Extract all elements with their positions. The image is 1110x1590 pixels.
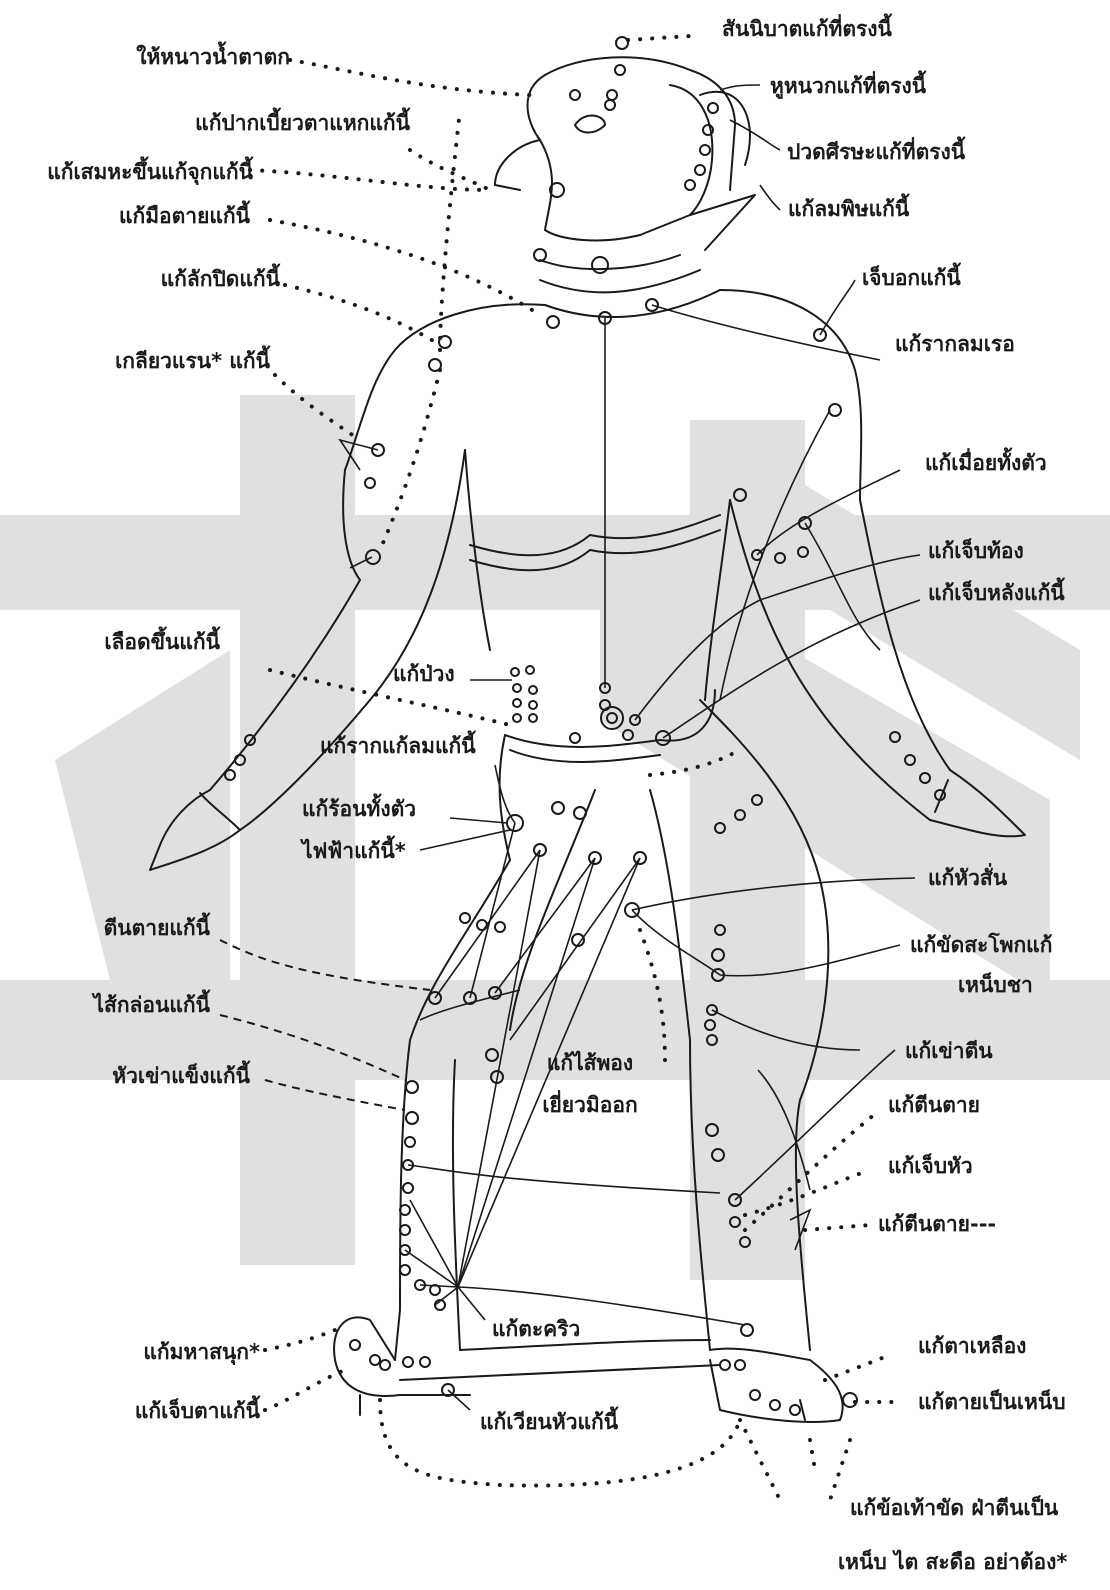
label-hernia: ไส้กล่อนแก้นี้: [40, 992, 210, 1018]
watermark-logo: [0, 395, 1110, 1280]
label-eye-pain: แก้เจ็บตาแก้นี้: [80, 1398, 260, 1424]
label-ankle-line1: แก้ข้อเท้าขัด ฝ่าตีนเป็น: [850, 1495, 1058, 1521]
label-lak-pid: แก้ลักปิดแก้นี้: [120, 266, 280, 292]
label-chest: เจ็บอกแก้นี้: [862, 265, 961, 291]
label-back: แก้เจ็บหลังแก้นี้: [928, 580, 1065, 606]
label-hip-line2: เหน็บชา: [958, 972, 1033, 998]
label-yellow-eye: แก้ตาเหลือง: [918, 1333, 1026, 1359]
label-blood: เลือดขึ้นแก้นี้: [60, 629, 220, 655]
label-head-shake: แก้หัวสั่น: [928, 865, 1007, 891]
label-knee-foot: แก้เข่าตีน: [905, 1038, 993, 1064]
label-lightning: ไฟฟ้าแก้นี้*: [302, 838, 406, 864]
label-head-pain: แก้เจ็บหัว: [888, 1153, 973, 1179]
label-sannibat: สันนิบาตแก้ที่ตรงนี้: [722, 16, 892, 42]
label-dead-foot: ตีนตายแก้นี้: [60, 915, 210, 941]
label-sai-pong-line1: แก้ไส้พอง: [510, 1050, 670, 1076]
label-hot-body: แก้ร้อนทั้งตัว: [302, 796, 416, 822]
label-maha-sanuk: แก้มหาสนุก*: [90, 1339, 260, 1365]
label-phlegm: แก้เสมหะขึ้นแก้จุกแก้นี้: [8, 159, 253, 185]
label-ankle-line2: เหน็บ ไต สะดือ อย่าต้อง*: [838, 1549, 1067, 1575]
label-hip-line1: แก้ขัดสะโพกแก้: [910, 932, 1052, 958]
label-deaf: หูหนวกแก้ที่ตรงนี้: [770, 73, 926, 99]
label-mouth: แก้ปากเบี้ยวตาแหกแก้นี้: [140, 110, 410, 136]
label-numb-death: แก้ตายเป็นเหน็บ: [918, 1389, 1066, 1415]
label-dead-foot-2: แก้ตีนตาย: [888, 1092, 980, 1118]
label-stiff-knee: หัวเข่าแข็งแก้นี้: [60, 1063, 250, 1089]
label-dizzy: แก้เวียนหัวแก้นี้: [480, 1409, 618, 1435]
label-stomach: แก้เจ็บท้อง: [928, 538, 1024, 564]
label-puang: แก้ป่วง: [393, 661, 455, 687]
label-rak-lom: แก้รากลมเรอ: [895, 331, 1015, 357]
label-dead-hand: แก้มือตายแก้นี้: [80, 203, 250, 229]
label-poison-wind: แก้ลมพิษแก้นี้: [788, 196, 909, 222]
label-tired: แก้เมื่อยทั้งตัว: [925, 450, 1047, 476]
label-tears: ให้หนาวน้ำตาตก: [80, 44, 290, 70]
label-rak-kae-lom: แก้รากแก้ลมแก้นี้: [320, 733, 476, 759]
label-dead-foot-3: แก้ตีนตาย---: [878, 1211, 996, 1237]
label-kliaw-raen: เกลียวแรน* แก้นี้: [80, 348, 270, 374]
label-cramp: แก้ตะคริว: [492, 1316, 580, 1342]
label-sai-pong-line2: เยี่ยวมิออก: [510, 1092, 670, 1118]
label-headache: ปวดศีรษะแก้ที่ตรงนี้: [787, 139, 965, 165]
